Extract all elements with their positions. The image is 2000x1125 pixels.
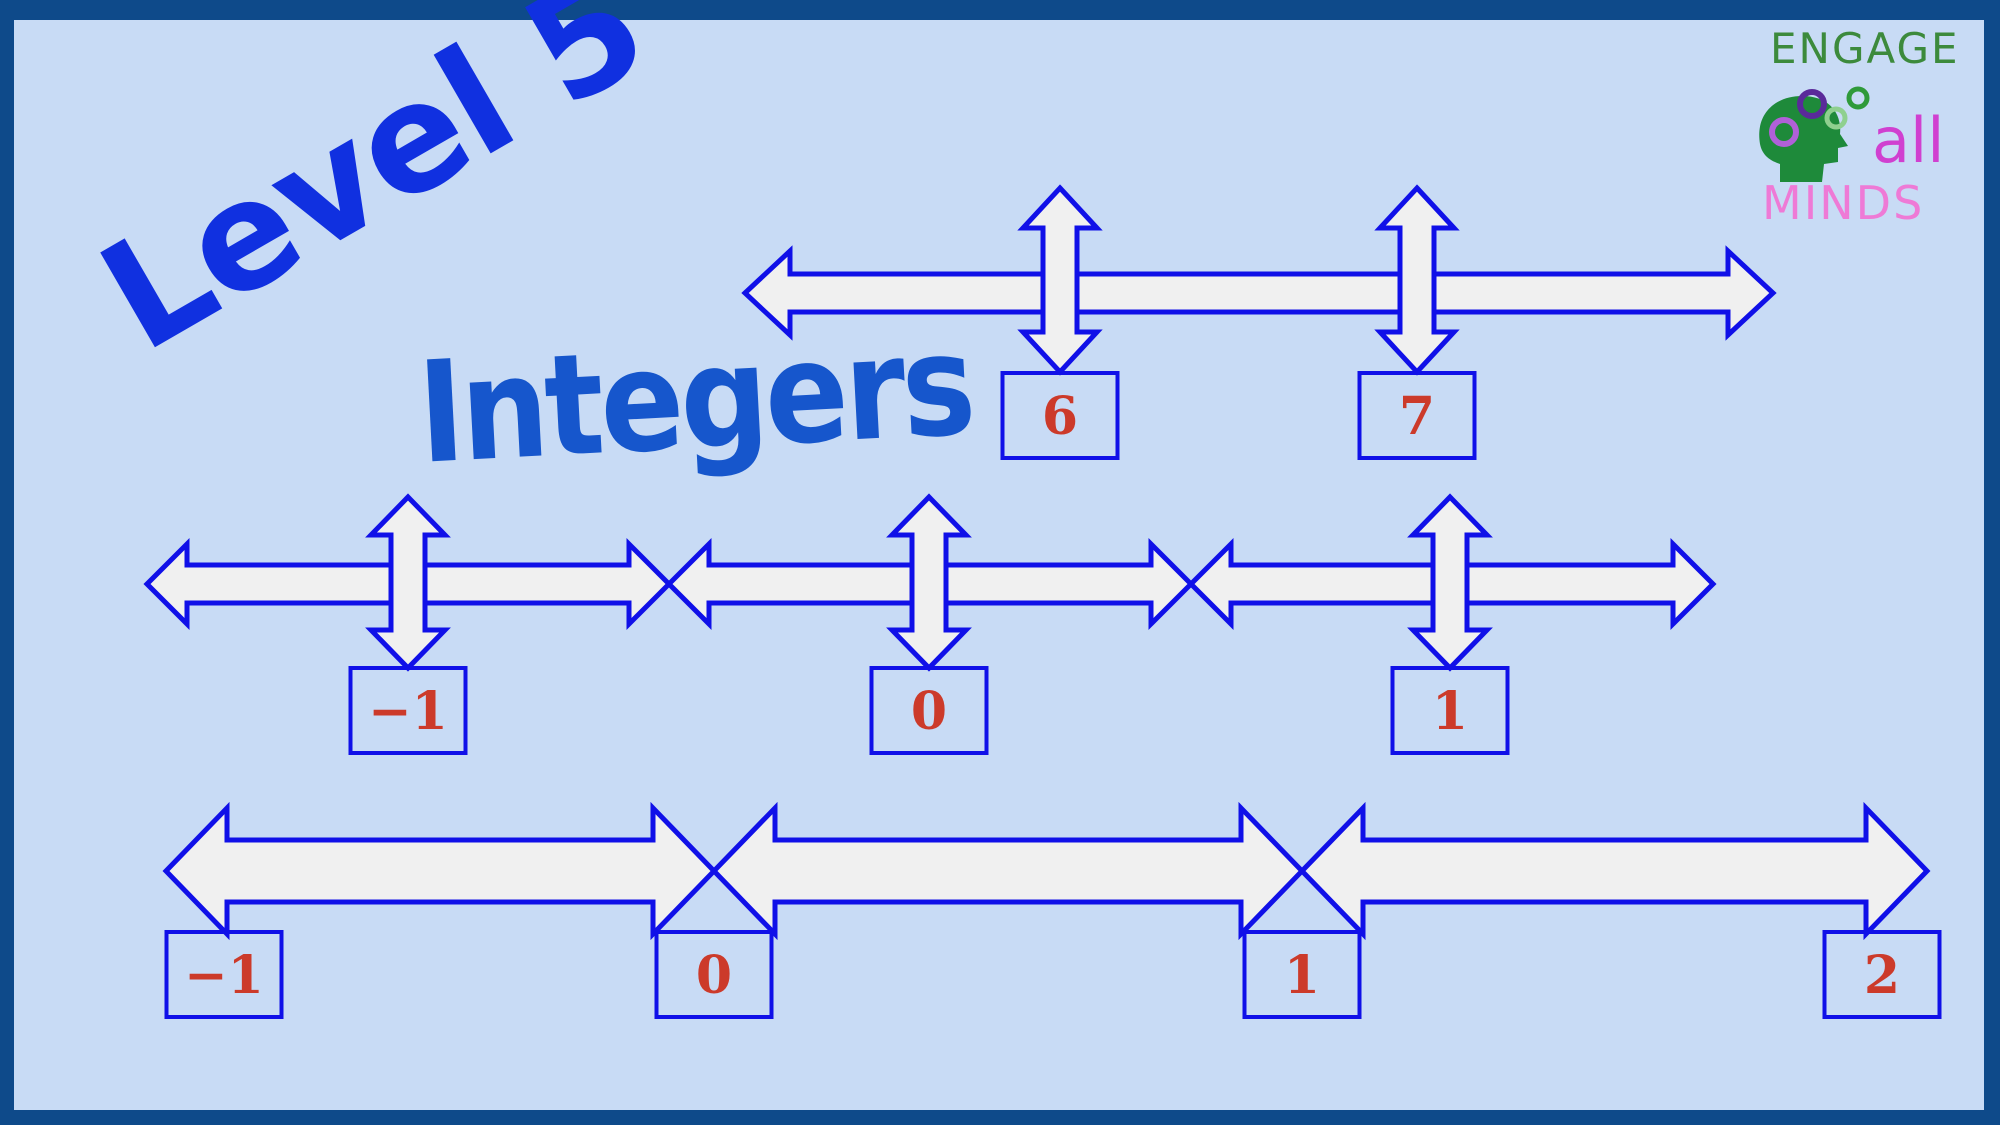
head-with-gears-icon	[1759, 86, 1870, 182]
label-box-frame	[1822, 930, 1942, 1019]
label-value: 0	[911, 681, 947, 742]
label-value: −1	[368, 681, 448, 742]
bottom-segment-arrow	[1298, 801, 1931, 941]
label-box-frame	[164, 930, 284, 1019]
label-box-frame	[1000, 371, 1120, 460]
logo-text-engage: ENGAGE	[1770, 24, 1960, 73]
bottom-label-box: −1	[164, 930, 284, 1019]
label-value: −1	[184, 945, 264, 1006]
label-value: 1	[1284, 945, 1320, 1006]
middle-label-box: 0	[869, 666, 989, 755]
bottom-label-box: 0	[654, 930, 774, 1019]
middle-label-box: −1	[348, 666, 468, 755]
label-value: 1	[1432, 681, 1468, 742]
label-value: 0	[696, 945, 732, 1006]
label-value: 7	[1399, 386, 1435, 447]
engage-all-minds-logo: ENGAGE all MINDS	[1750, 28, 1975, 233]
top-number-line-arrow	[741, 245, 1777, 341]
label-box-frame	[1242, 930, 1362, 1019]
label-box-frame	[869, 666, 989, 755]
middle-label-box: 1	[1390, 666, 1510, 755]
label-box-frame	[1357, 371, 1477, 460]
label-box-frame	[1390, 666, 1510, 755]
label-box-frame	[654, 930, 774, 1019]
label-box-frame	[348, 666, 468, 755]
logo-text-all: all	[1872, 104, 1945, 177]
label-value: 6	[1042, 386, 1078, 447]
topic-title: Integers	[414, 304, 976, 496]
logo-text-minds: MINDS	[1762, 176, 1925, 230]
bottom-label-box: 1	[1242, 930, 1362, 1019]
bottom-label-box: 2	[1822, 930, 1942, 1019]
label-value: 2	[1864, 945, 1900, 1006]
top-label-box: 6	[1000, 371, 1120, 460]
top-label-box: 7	[1357, 371, 1477, 460]
